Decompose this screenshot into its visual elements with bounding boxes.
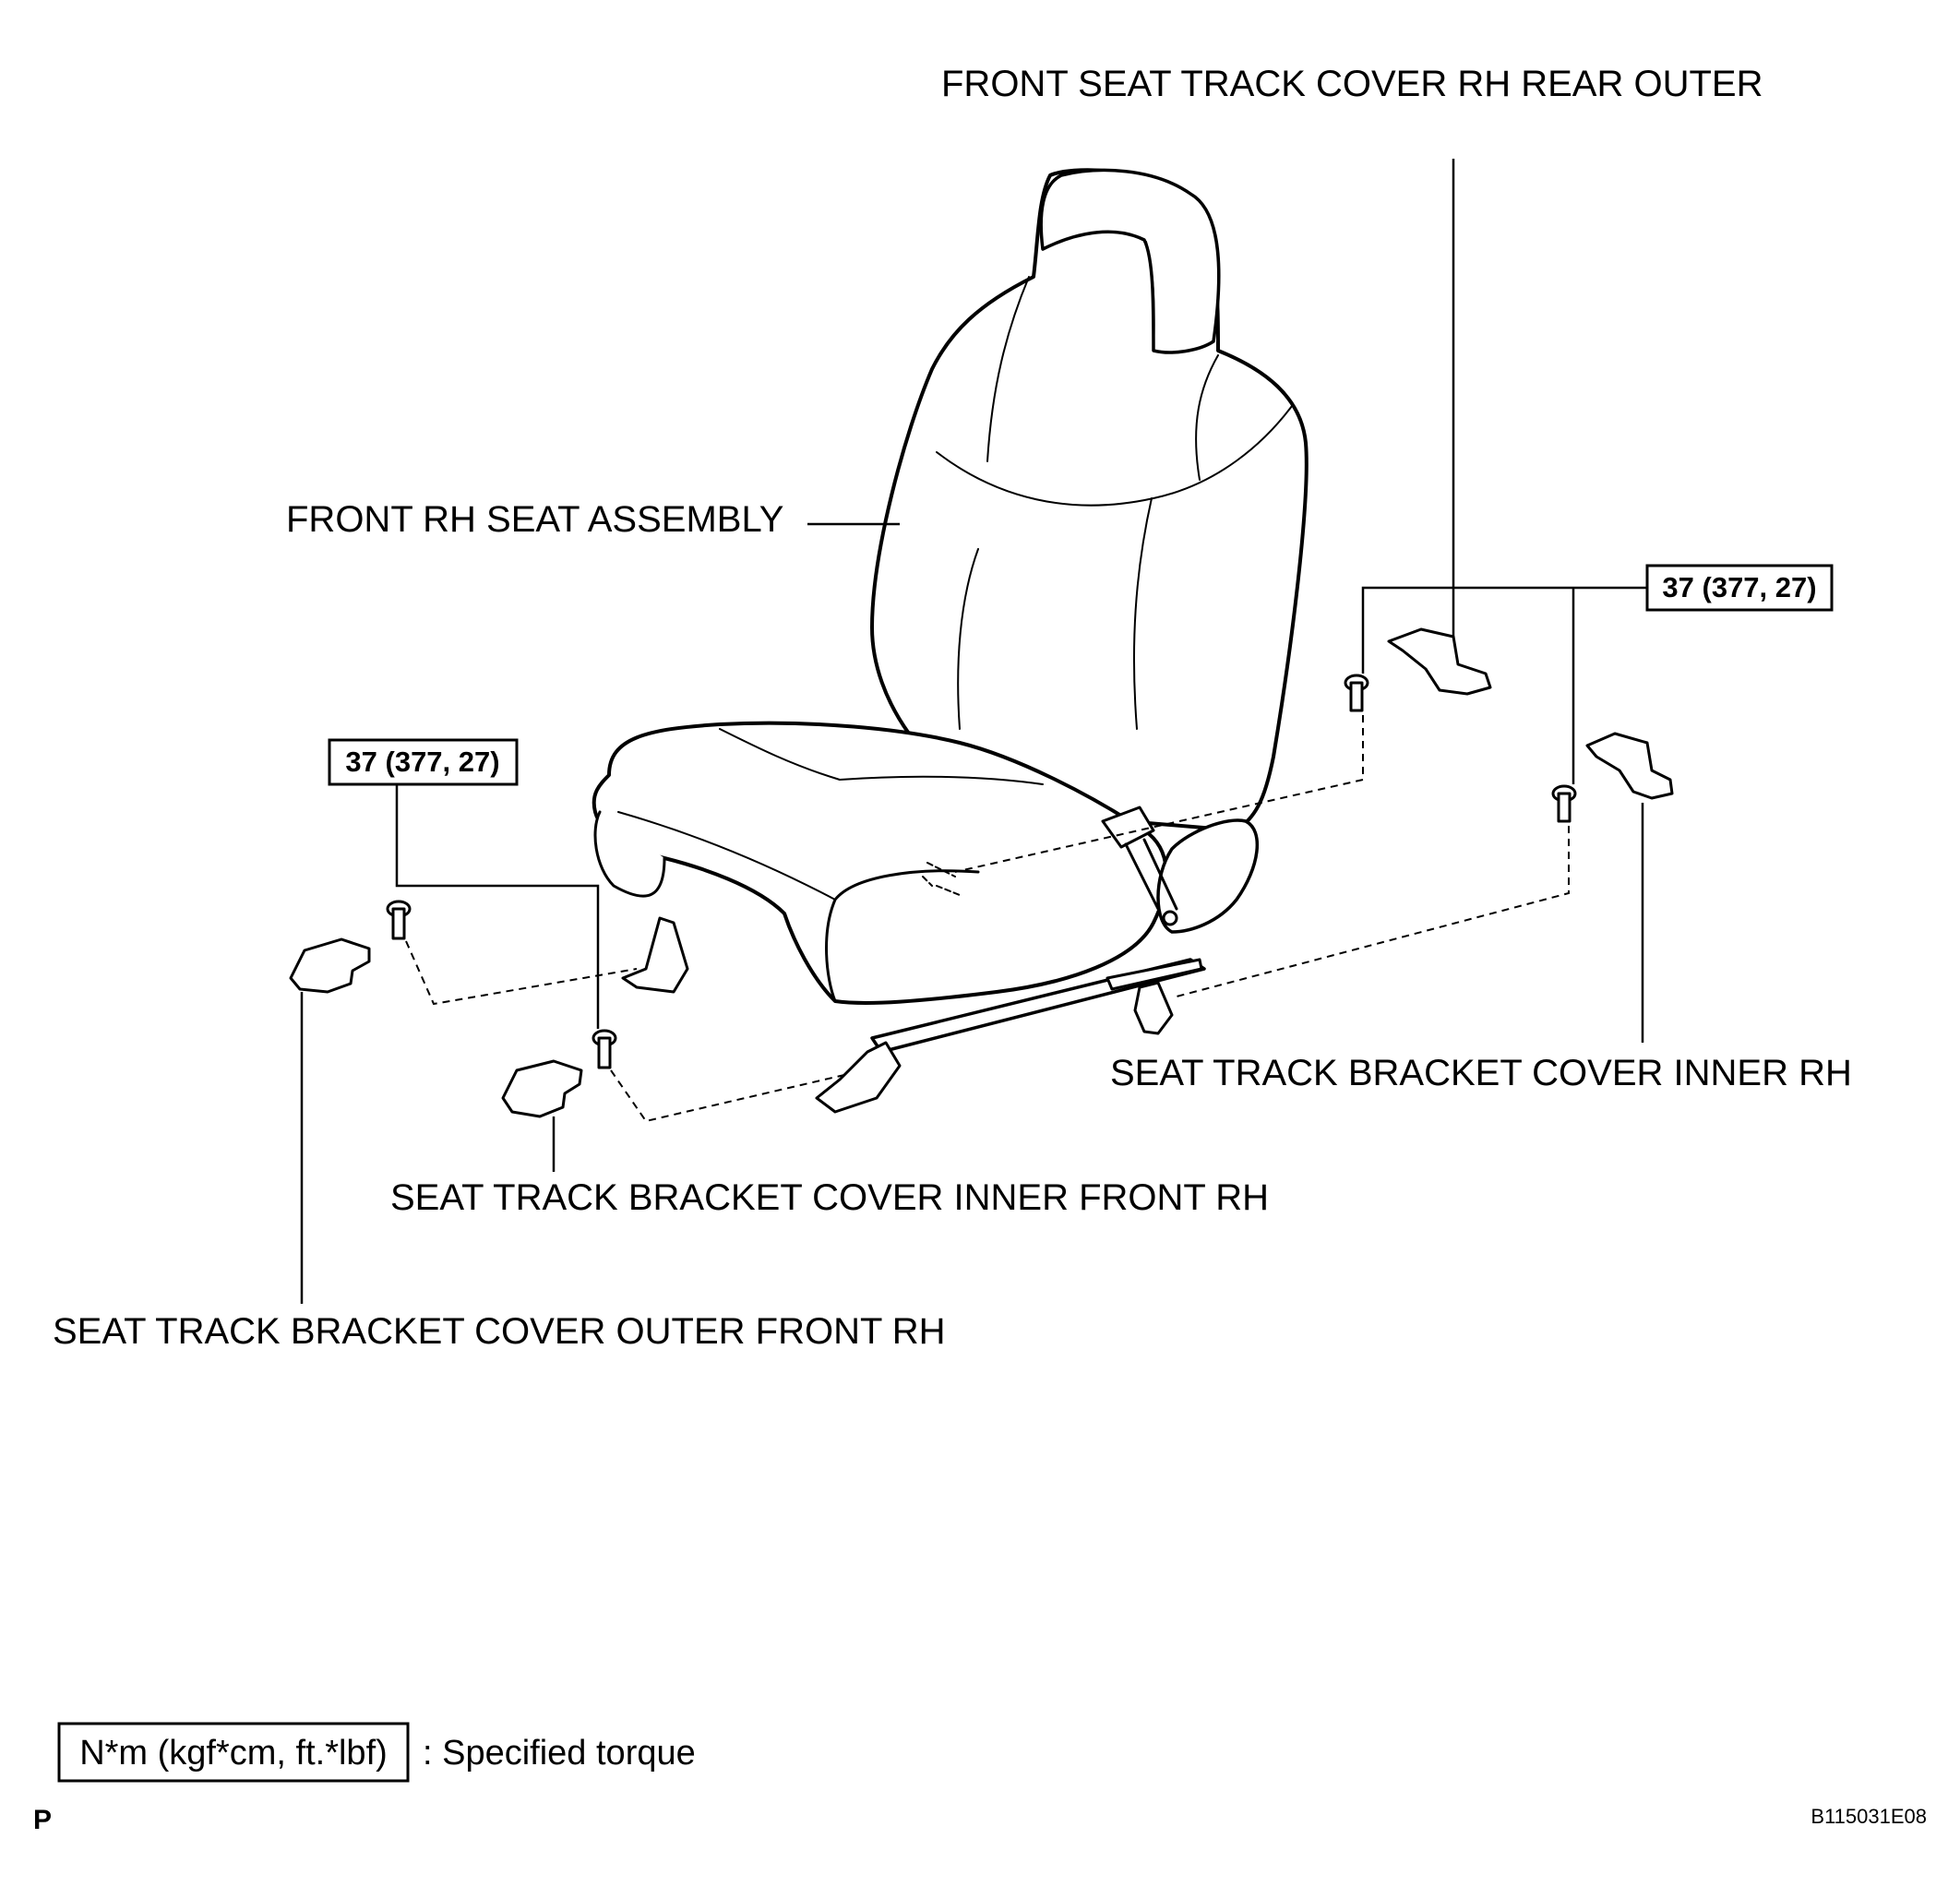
outer-front-rh-cover-part bbox=[289, 937, 371, 994]
figure-id: B115031E08 bbox=[1811, 1805, 1927, 1828]
inner-front-rh-cover-part bbox=[501, 1059, 583, 1118]
seat-hardware-marks bbox=[922, 862, 961, 896]
seat-cushion bbox=[592, 721, 1168, 1005]
legend-description: : Specified torque bbox=[423, 1734, 696, 1773]
legend: N*m (kgf*cm, ft.*lbf) : Specified torque bbox=[57, 1722, 696, 1783]
seat-back-seam-3 bbox=[1132, 497, 1153, 730]
torque-box-right: 37 (377, 27) bbox=[1645, 564, 1834, 612]
loose-parts bbox=[289, 627, 1674, 1118]
rear-outer-cover-part bbox=[1387, 627, 1492, 696]
buckle-anchor bbox=[1162, 910, 1178, 926]
seat-belt-buckle bbox=[1101, 806, 1155, 849]
label-inner-front-rh: SEAT TRACK BRACKET COVER INNER FRONT RH bbox=[390, 1177, 1269, 1218]
bolt-rear-outer bbox=[1344, 674, 1369, 712]
label-outer-front-rh: SEAT TRACK BRACKET COVER OUTER FRONT RH bbox=[53, 1311, 946, 1352]
seat-cushion-seam-1 bbox=[617, 811, 836, 901]
installation-dashes bbox=[405, 715, 1570, 1123]
headrest bbox=[1039, 168, 1221, 354]
seat-cushion-seam-3 bbox=[839, 775, 1044, 785]
bolt-outer-front bbox=[386, 900, 412, 940]
buckle-strap bbox=[1124, 838, 1178, 911]
legend-unit-box: N*m (kgf*cm, ft.*lbf) bbox=[79, 1734, 388, 1773]
leader-lines bbox=[300, 159, 1647, 1304]
seat-illustration bbox=[592, 168, 1309, 1114]
seat-cushion-side bbox=[593, 810, 666, 898]
inner-rh-cover-part bbox=[1585, 732, 1674, 800]
seat-back-seam-1 bbox=[936, 405, 1293, 507]
front-leg-outer bbox=[621, 916, 689, 994]
bolt-inner-rh bbox=[1551, 784, 1577, 823]
seat-rail-outer bbox=[1105, 958, 1203, 991]
label-inner-rh: SEAT TRACK BRACKET COVER INNER RH bbox=[1110, 1053, 1852, 1093]
label-rear-outer: FRONT SEAT TRACK COVER RH REAR OUTER bbox=[941, 64, 1763, 104]
label-seat-assembly: FRONT RH SEAT ASSEMBLY bbox=[286, 499, 783, 540]
seat-cushion-seam-2 bbox=[719, 728, 841, 781]
torque-value-right: 37 (377, 27) bbox=[1662, 571, 1816, 603]
torque-value-left: 37 (377, 27) bbox=[345, 746, 499, 778]
seat-back-seam-2 bbox=[957, 548, 979, 730]
torque-box-left: 37 (377, 27) bbox=[328, 738, 519, 786]
front-leg-inner bbox=[815, 1041, 902, 1114]
seat-back bbox=[870, 168, 1309, 832]
headrest-seam bbox=[1145, 241, 1155, 352]
seat-back-seam-5 bbox=[1195, 354, 1219, 481]
bolt-inner-front bbox=[592, 1029, 617, 1069]
recliner-cover bbox=[1156, 818, 1259, 934]
page-mark: P bbox=[33, 1805, 52, 1835]
seat-back-seam-4 bbox=[986, 276, 1030, 462]
rear-leg-inner bbox=[1133, 981, 1174, 1035]
